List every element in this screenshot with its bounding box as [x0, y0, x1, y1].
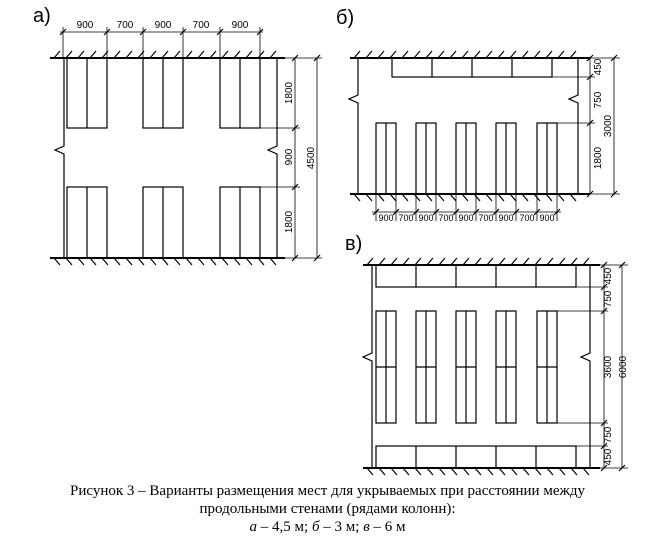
dim-label: 900 — [155, 20, 172, 31]
panel-b-label: б) — [336, 7, 354, 29]
dim-label: 900 — [498, 213, 513, 223]
caption-value-b: – 3 м; — [319, 519, 364, 535]
dim-label: 1800 — [284, 210, 295, 233]
dim-label: 450 — [603, 448, 614, 465]
figure-caption-line1: Рисунок 3 – Варианты размещения мест для… — [70, 483, 585, 499]
dim-label: 750 — [603, 426, 614, 443]
dim-label: 900 — [232, 20, 249, 31]
dim-label: 1800 — [284, 81, 295, 104]
dim-label: 700 — [117, 20, 134, 31]
caption-key-a: а — [249, 519, 258, 535]
panel-a-label: а) — [33, 5, 51, 27]
dim-label: 900 — [539, 213, 554, 223]
panel-v — [361, 257, 628, 476]
dim-label: 750 — [603, 290, 614, 307]
dim-label: 700 — [438, 213, 453, 223]
caption-value-v: – 6 м — [369, 519, 406, 535]
dim-label: 6000 — [618, 355, 629, 378]
dim-label: 700 — [519, 213, 534, 223]
figure-caption-line3: а – 4,5 м; б – 3 м; в – 6 м — [0, 518, 655, 536]
dim-label: 1800 — [593, 146, 604, 169]
dim-label: 700 — [193, 20, 210, 31]
dim-label: 3000 — [603, 114, 614, 137]
dim-label: 900 — [418, 213, 433, 223]
caption-value-a: – 4,5 м; — [257, 519, 312, 535]
dim-label: 900 — [77, 20, 94, 31]
dim-label: 3600 — [603, 355, 614, 378]
figure-caption-line2: продольными стенами (рядами колонн): — [199, 501, 456, 517]
dim-label: 750 — [593, 91, 604, 108]
panel-a — [50, 27, 322, 266]
dim-label: 700 — [478, 213, 493, 223]
figure-drawing: а) б) в) 900 700 900 700 900 1800 900 18… — [33, 5, 629, 476]
dim-label: 450 — [603, 267, 614, 284]
dim-label: 450 — [593, 58, 604, 75]
dim-label: 900 — [284, 148, 295, 165]
dim-label: 900 — [458, 213, 473, 223]
panel-b — [347, 50, 620, 221]
dim-label: 4500 — [306, 146, 317, 169]
panel-v-label: в) — [345, 233, 362, 255]
dim-label: 700 — [398, 213, 413, 223]
dim-label: 900 — [378, 213, 393, 223]
caption-key-v: в — [363, 519, 370, 535]
caption-key-b: б — [311, 519, 320, 535]
